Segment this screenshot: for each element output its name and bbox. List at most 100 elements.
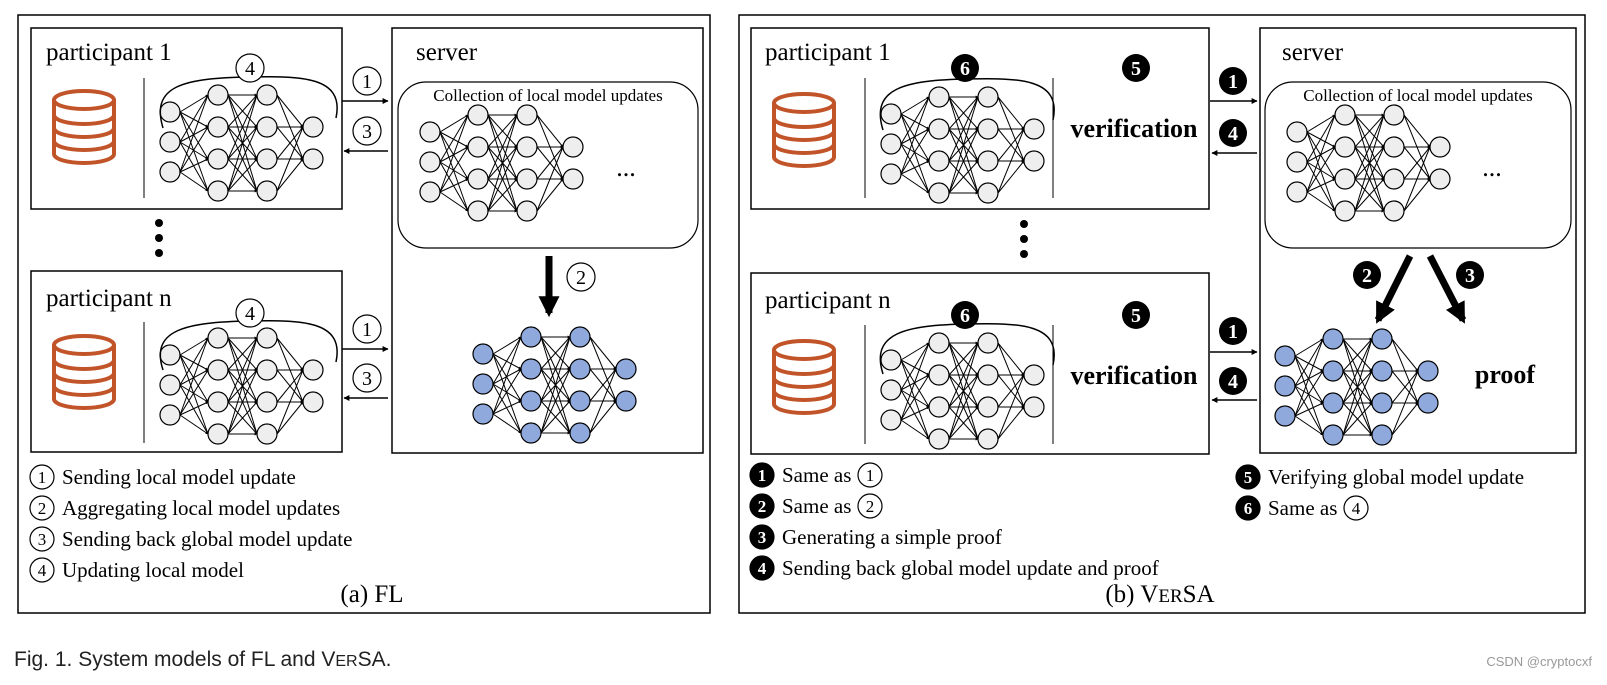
database-icon [52,89,116,165]
a-step2-badge: 2 [566,262,596,292]
b-p1-step1-badge: 1 [1219,67,1247,95]
svg-text:1: 1 [758,466,767,485]
a-server-box [391,27,704,454]
a-collection-box [397,81,699,249]
a-participant-n-label: participant n [46,285,172,312]
b-p1-step4-badge: 4 [1219,119,1247,147]
a-pn-step3-badge: 3 [352,363,382,393]
b-vertical-ellipsis [1020,220,1028,258]
database-icon [772,339,836,415]
svg-text:3: 3 [758,528,767,547]
b-proof-label: proof [1475,360,1536,389]
a-p1-step1-badge: 1 [352,66,382,96]
svg-text:2: 2 [38,499,47,518]
a-vertical-ellipsis [155,219,163,257]
b-p1-step6-badge: 6 [951,54,979,82]
b-collection-box [1264,81,1572,249]
a-participant-1-box [30,27,343,210]
b-pn-step1-badge: 1 [1219,317,1247,345]
svg-text:6: 6 [960,305,970,327]
a-pn-network [159,327,324,445]
svg-text:2: 2 [866,497,875,516]
a-participant-1-label: participant 1 [46,39,172,66]
svg-text:1: 1 [1228,321,1238,343]
b-proof-arrow [1426,254,1467,324]
database-icon [772,92,836,168]
legend-item: 3 Generating a simple proof [749,524,1002,550]
legend-item: 5 Verifying global model update [1235,464,1524,490]
panel-b-frame [738,14,1586,614]
svg-text:Verifying global model update: Verifying global model update [1268,465,1524,489]
a-pn-step1-badge: 1 [352,314,382,344]
legend-item: 1 Same as 1 [749,462,883,488]
a-collection-ellipsis: ... [616,153,636,182]
b-aggregate-arrow [1374,254,1414,324]
svg-text:6: 6 [960,58,970,80]
watermark: CSDN @cryptocxf [1486,654,1592,669]
b-step3-badge: 3 [1456,261,1484,289]
b-collection-ellipsis: ... [1482,153,1502,182]
svg-text:1: 1 [866,466,875,485]
b-participant-1-box [750,27,1210,210]
b-collection-label: Collection of local model updates [1303,86,1532,105]
svg-text:Same as: Same as [782,463,851,487]
svg-text:2: 2 [1362,265,1372,287]
a-caption: (a) FL [340,581,403,608]
a-p1-step3-badge: 3 [352,116,382,146]
svg-text:Updating local model: Updating local model [62,558,244,582]
svg-text:1: 1 [362,71,372,93]
b-pn-step6-badge: 6 [951,301,979,329]
a-global-network [472,326,637,444]
legend-item: 3 Sending back global model update [29,526,352,552]
svg-text:3: 3 [38,530,47,549]
svg-text:Generating a simple proof: Generating a simple proof [782,525,1002,549]
figure-caption: Fig. 1. System models of FL and VERSA. [14,648,391,671]
b-p1-step5-badge: 5 [1122,54,1150,82]
a-server-label: server [416,39,478,66]
svg-text:6: 6 [1244,499,1253,518]
svg-text:1: 1 [1228,71,1238,93]
a-collection-label: Collection of local model updates [433,86,662,105]
svg-text:Same as: Same as [782,494,851,518]
a-pn-step4-badge: 4 [235,298,265,328]
b-server-label: server [1282,39,1344,66]
svg-text:2: 2 [576,267,586,289]
b-p1-verification-label: verification [1070,114,1198,143]
svg-text:Sending local model update: Sending local model update [62,465,296,489]
svg-text:4: 4 [1228,371,1238,393]
a-participant-n-box [30,270,343,453]
svg-text:1: 1 [362,319,372,341]
a-p1-step4-badge: 4 [235,53,265,83]
b-pn-verification-label: verification [1070,361,1198,390]
legend-item: 2 Aggregating local model updates [29,495,340,521]
svg-text:Aggregating local model update: Aggregating local model updates [62,496,340,520]
b-participant-1-label: participant 1 [765,39,891,66]
b-participant-n-box [750,272,1210,455]
database-icon [52,334,116,410]
svg-text:4: 4 [1228,123,1238,145]
svg-text:5: 5 [1244,468,1253,487]
svg-text:5: 5 [1131,305,1141,327]
svg-text:4: 4 [1352,499,1361,518]
svg-text:Sending back global model upda: Sending back global model update and pro… [782,556,1159,580]
b-server-box [1259,27,1577,454]
b-pn-network [880,332,1045,450]
a-p1-network [159,84,324,202]
b-pn-step5-badge: 5 [1122,301,1150,329]
a-collection-network [419,104,584,222]
svg-text:5: 5 [1131,58,1141,80]
svg-text:3: 3 [362,368,372,390]
svg-text:Sending back global model upda: Sending back global model update [62,527,352,551]
b-step2-badge: 2 [1353,261,1381,289]
svg-text:4: 4 [38,561,47,580]
b-collection-network [1286,104,1451,222]
b-caption: (b) VERSA [1105,581,1214,608]
b-p1-network [880,86,1045,204]
